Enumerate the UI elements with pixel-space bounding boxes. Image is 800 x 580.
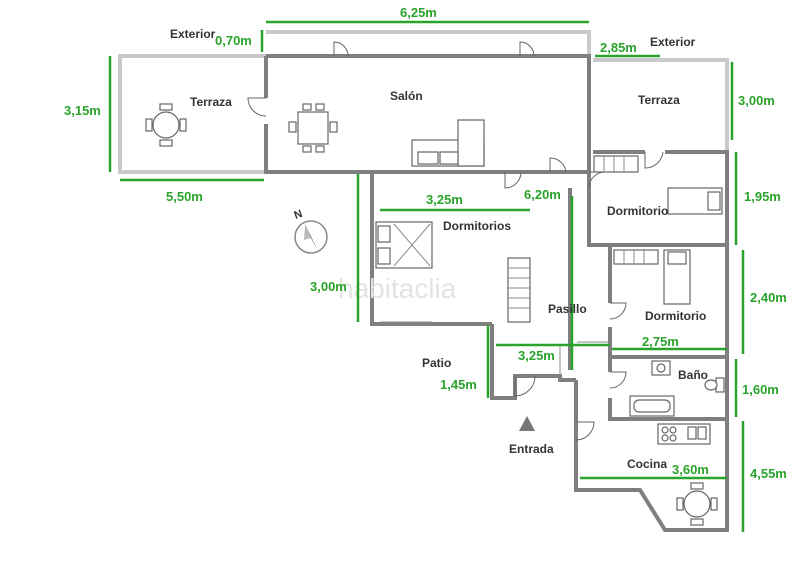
single-bed-top-icon: [667, 187, 723, 215]
label-terraza-right: Terraza: [638, 93, 680, 107]
bathtub-icon: [629, 395, 675, 417]
sink-icon: [651, 360, 671, 376]
compass-letter: N: [293, 208, 305, 222]
door-dormitorio-mid: [609, 302, 627, 320]
dim-terraza-left-width: 5,50m: [166, 189, 203, 204]
bano-walls: [608, 357, 729, 421]
door-dormitorios: [504, 171, 522, 189]
door-salon-2: [519, 41, 535, 57]
kitchen-counter-icon: [657, 423, 711, 445]
door-bano: [609, 371, 627, 389]
label-terraza-left: Terraza: [190, 95, 232, 109]
dim-pasillo-length: 6,20m: [524, 187, 561, 202]
watermark: habitaclia: [338, 273, 457, 304]
label-dormitorio-top: Dormitorio: [607, 204, 668, 218]
sofa-icon: [411, 119, 485, 167]
dim-top-width: 6,25m: [400, 5, 437, 20]
dim-exterior-left: 0,70m: [215, 33, 252, 48]
label-pasillo: Pasillo: [548, 302, 587, 316]
label-entrada: Entrada: [509, 442, 554, 456]
east-walls: [587, 150, 729, 247]
kitchen-table-icon: [676, 482, 718, 526]
dim-patio-height: 1,45m: [440, 377, 477, 392]
entrance-arrow-icon: [519, 416, 535, 431]
dim-terraza-right-height: 3,00m: [738, 93, 775, 108]
dim-dormitorio-mid-height: 2,40m: [750, 290, 787, 305]
salon-dining-table-icon: [288, 103, 338, 153]
door-dormitorio-top: [644, 151, 664, 169]
door-pasillo-top: [588, 171, 606, 189]
label-dormitorio-mid: Dormitorio: [645, 309, 706, 323]
door-terraza-left: [247, 97, 267, 117]
terraza-left-outline: [118, 54, 266, 174]
label-salon: Salón: [390, 89, 423, 103]
dim-patio-width: 3,25m: [518, 348, 555, 363]
door-entrada: [514, 375, 536, 397]
wardrobe-top-icon: [593, 155, 639, 173]
double-bed-icon: [375, 221, 433, 269]
dim-dormitorio-mid-width: 2,75m: [642, 334, 679, 349]
door-salon-pasillo: [549, 157, 567, 173]
dim-exterior-right: 2,85m: [600, 40, 637, 55]
dim-bano-height: 1,60m: [742, 382, 779, 397]
door-salon-1: [333, 41, 349, 57]
terraza-left-table-icon: [145, 103, 187, 147]
label-cocina: Cocina: [627, 457, 667, 471]
north-compass-icon: N: [293, 208, 328, 254]
dormitorios-walls: [370, 170, 550, 326]
exterior-top-strip: [266, 30, 591, 56]
label-patio: Patio: [422, 356, 451, 370]
dim-dormitorios-height: 3,00m: [310, 279, 347, 294]
dim-dormitorios-width: 3,25m: [426, 192, 463, 207]
cocina-walls: [574, 380, 729, 532]
label-exterior-right: Exterior: [650, 35, 696, 49]
wardrobe-icon: [507, 257, 531, 323]
dim-dormitorio-top-height: 1,95m: [744, 189, 781, 204]
dim-cocina-height: 4,55m: [750, 466, 787, 481]
wardrobe-mid-icon: [613, 249, 659, 265]
label-bano: Baño: [678, 368, 708, 382]
dim-cocina-width: 3,60m: [672, 462, 709, 477]
terraza-right-outline: [593, 58, 729, 150]
toilet-icon: [704, 377, 725, 393]
single-bed-mid-icon: [663, 249, 691, 305]
dim-terraza-left-height: 3,15m: [64, 103, 101, 118]
label-dormitorios: Dormitorios: [443, 219, 511, 233]
door-cocina: [575, 421, 595, 441]
label-exterior-left: Exterior: [170, 27, 216, 41]
